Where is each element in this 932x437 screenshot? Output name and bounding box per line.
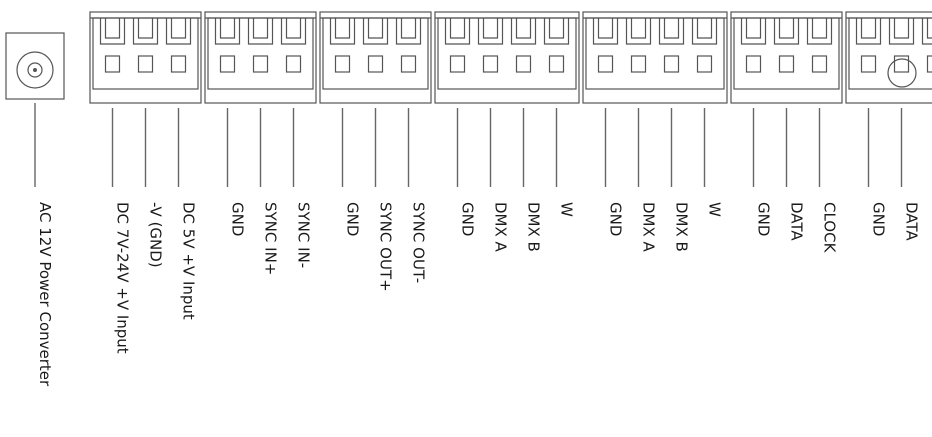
pin-2-1: GND bbox=[214, 18, 247, 236]
pin-label: SYNC IN- bbox=[295, 202, 313, 268]
pin-label: DMX A bbox=[492, 202, 510, 253]
pin-5-4: W bbox=[691, 18, 724, 217]
pin-5-1: GND bbox=[592, 18, 625, 236]
pin-label: DMX B bbox=[673, 202, 691, 252]
pin-label: DATA bbox=[788, 202, 806, 241]
pin-label: GND bbox=[344, 202, 362, 236]
terminal-block-2: GND SYNC IN+ SYNC IN- bbox=[204, 11, 317, 275]
pin-6-3: CLOCK bbox=[806, 18, 839, 254]
pin-3-2: SYNC OUT+ bbox=[362, 18, 395, 292]
pin-2-2: SYNC IN+ bbox=[247, 18, 280, 275]
terminal-block-5: GND DMX A DMX B W bbox=[582, 11, 728, 253]
pin-label: DATA bbox=[903, 202, 921, 241]
pin-label: CLOCK bbox=[821, 202, 839, 254]
pin-label: DC 5V +V Input bbox=[180, 202, 198, 320]
pin-label: GND bbox=[870, 202, 888, 236]
pin-label: -V (GND) bbox=[147, 202, 165, 268]
power-jack: AC 12V Power Converter bbox=[5, 32, 65, 387]
pin-label: DMX B bbox=[525, 202, 543, 252]
pin-3-3: SYNC OUT- bbox=[395, 18, 428, 283]
pin-1-2: -V (GND) bbox=[132, 18, 165, 268]
pin-1-3: DC 5V +V Input bbox=[165, 18, 198, 320]
power-jack-label: AC 12V Power Converter bbox=[36, 202, 54, 387]
pin-label: SYNC OUT+ bbox=[377, 202, 395, 292]
pin-label: SYNC IN+ bbox=[262, 202, 280, 275]
terminal-block-4: GND DMX A DMX B W bbox=[434, 11, 580, 253]
pin-4-2: DMX A bbox=[477, 18, 510, 253]
pin-label: GND bbox=[607, 202, 625, 236]
pin-4-4: W bbox=[543, 18, 576, 217]
pin-5-2: DMX A bbox=[625, 18, 658, 253]
pin-label: W bbox=[706, 202, 724, 217]
pin-label: DMX A bbox=[640, 202, 658, 253]
terminal-blocks: DC 7V-24V +V Input -V (GND) DC 5V +V Input… bbox=[89, 11, 932, 354]
terminal-block-1: DC 7V-24V +V Input -V (GND) DC 5V +V Input bbox=[89, 11, 202, 354]
pin-label: DC 7V-24V +V Input bbox=[114, 202, 132, 354]
pin-6-2: DATA bbox=[773, 18, 806, 241]
pin-5-3: DMX B bbox=[658, 18, 691, 252]
terminal-block-7: GND DATA CLOCK bbox=[845, 11, 932, 241]
pin-4-1: GND bbox=[444, 18, 477, 236]
pin-label: W bbox=[558, 202, 576, 217]
terminal-block-6: GND DATA CLOCK bbox=[730, 11, 843, 254]
pin-6-1: GND bbox=[740, 18, 773, 236]
pin-7-3: CLOCK bbox=[921, 18, 932, 73]
mounting-hole bbox=[887, 58, 917, 88]
pin-label: GND bbox=[755, 202, 773, 236]
pin-2-3: SYNC IN- bbox=[280, 18, 313, 268]
pin-label: GND bbox=[459, 202, 477, 236]
pin-7-2: DATA bbox=[888, 18, 921, 241]
terminal-block-3: GND SYNC OUT+ SYNC OUT- bbox=[319, 11, 432, 292]
pin-1-1: DC 7V-24V +V Input bbox=[99, 18, 132, 354]
pin-label: SYNC OUT- bbox=[410, 202, 428, 283]
pin-7-1: GND bbox=[855, 18, 888, 236]
pin-4-3: DMX B bbox=[510, 18, 543, 252]
pin-3-1: GND bbox=[329, 18, 362, 236]
pin-label: GND bbox=[229, 202, 247, 236]
